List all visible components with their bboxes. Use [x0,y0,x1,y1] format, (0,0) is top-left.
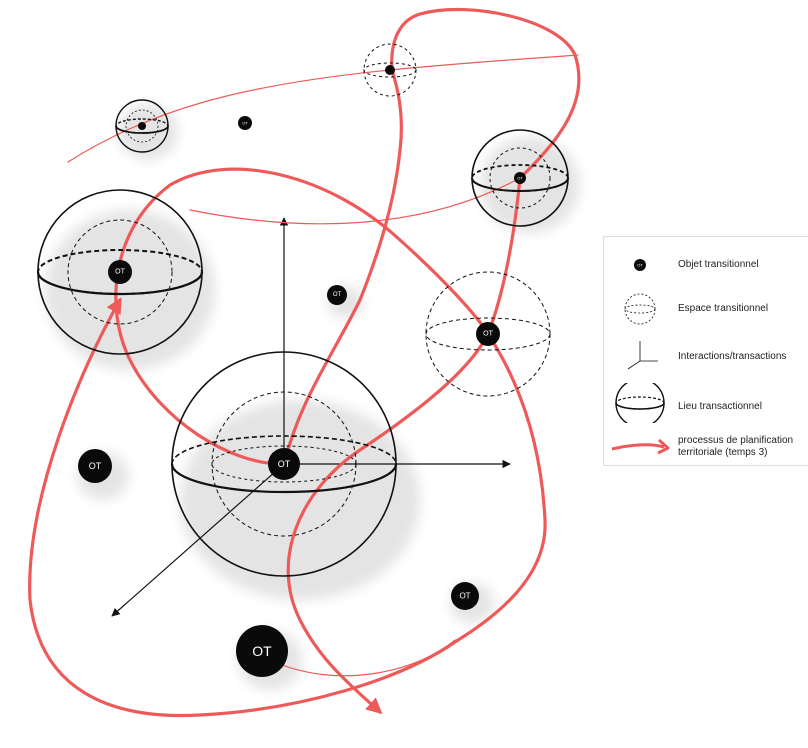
legend-item-transactional-place: Lieu transactionnel [604,383,808,429]
transitional-object-left: OT [108,260,132,284]
transactional-place-center [170,351,398,577]
object-label: OT [333,292,342,298]
transitional-object-lower-right: OT [451,582,479,610]
object-label: OT [115,269,125,276]
legend-item-transitional-space: Espace transitionnel [604,285,808,325]
legend-label: processus de planification territoriale … [678,435,794,458]
legend-item-interactions: Interactions/transactions [604,333,808,373]
object-label: OT [459,592,470,601]
transitional-object-top [385,65,395,75]
transactional-place-icon [615,383,665,423]
transitional-objects: OT OT OT OT OT OT OT [78,65,526,677]
interactions-axes-icon [627,341,658,370]
legend-item-planning-process: processus de planification territoriale … [604,431,808,471]
transitional-object-right: OT [476,322,500,346]
transitional-object-top-right: OT [514,172,526,184]
transactional-place-left [36,189,204,355]
object-label: OT [637,263,643,268]
shadow-layer [45,104,580,690]
legend-label: Interactions/transactions [678,351,787,362]
transitional-object-mid: OT [327,285,347,305]
legend-label: Espace transitionnel [678,303,769,314]
transactional-place-top-left [115,99,169,153]
transitional-object-top-left [138,122,146,130]
transitional-object-small-top: OT [238,116,252,130]
object-label: OT [89,461,102,471]
transitional-object-lower-left: OT [78,449,112,483]
transitional-object-bottom: OT [236,625,288,677]
planning-process-arrow-icon [611,438,670,455]
legend-label: Lieu transactionnel [678,401,762,412]
process-thin-middle [189,177,521,225]
object-label: OT [483,331,493,338]
legend-item-transitional-object: OT Objet transitionnel [604,245,808,285]
legend: OT Objet transitionnel Espace transition… [603,236,808,466]
object-label: OT [278,459,291,469]
object-label: OT [252,643,272,659]
legend-label: Objet transitionnel [678,259,759,270]
transactional-place-top-right [471,129,569,227]
transitional-space-right [425,271,551,397]
transitional-space-icon [624,293,656,325]
object-label: OT [517,176,523,181]
process-thin-top [67,54,579,163]
transitional-object-icon: OT [634,259,646,271]
object-label: OT [242,121,248,126]
transitional-object-center: OT [268,448,300,480]
process-down-right [286,176,522,715]
transitional-space-top [363,43,417,97]
axis-down-left [111,463,285,617]
